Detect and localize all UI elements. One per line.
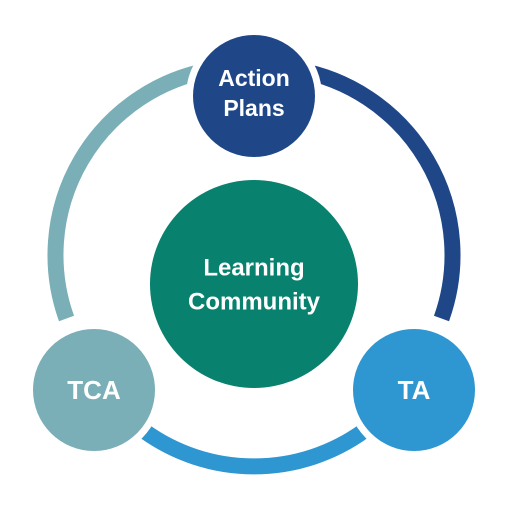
action-plans-label-line2: Plans: [223, 95, 284, 121]
ta-label: TA: [398, 375, 431, 405]
ta-circle: [353, 329, 475, 451]
action-plans-circle: [193, 35, 315, 157]
learning-community-label-line1: Learning: [203, 254, 304, 281]
arc-ta-to-tca: [139, 424, 369, 475]
tca-circle: [33, 329, 155, 451]
action-plans-label-line1: Action: [218, 65, 290, 91]
tca-label: TCA: [67, 375, 121, 405]
learning-community-circle: [150, 180, 358, 388]
arc-tca-to-action-plans: [47, 61, 214, 322]
learning-community-label-line2: Community: [188, 288, 321, 315]
arc-action-plans-to-ta: [294, 61, 461, 322]
